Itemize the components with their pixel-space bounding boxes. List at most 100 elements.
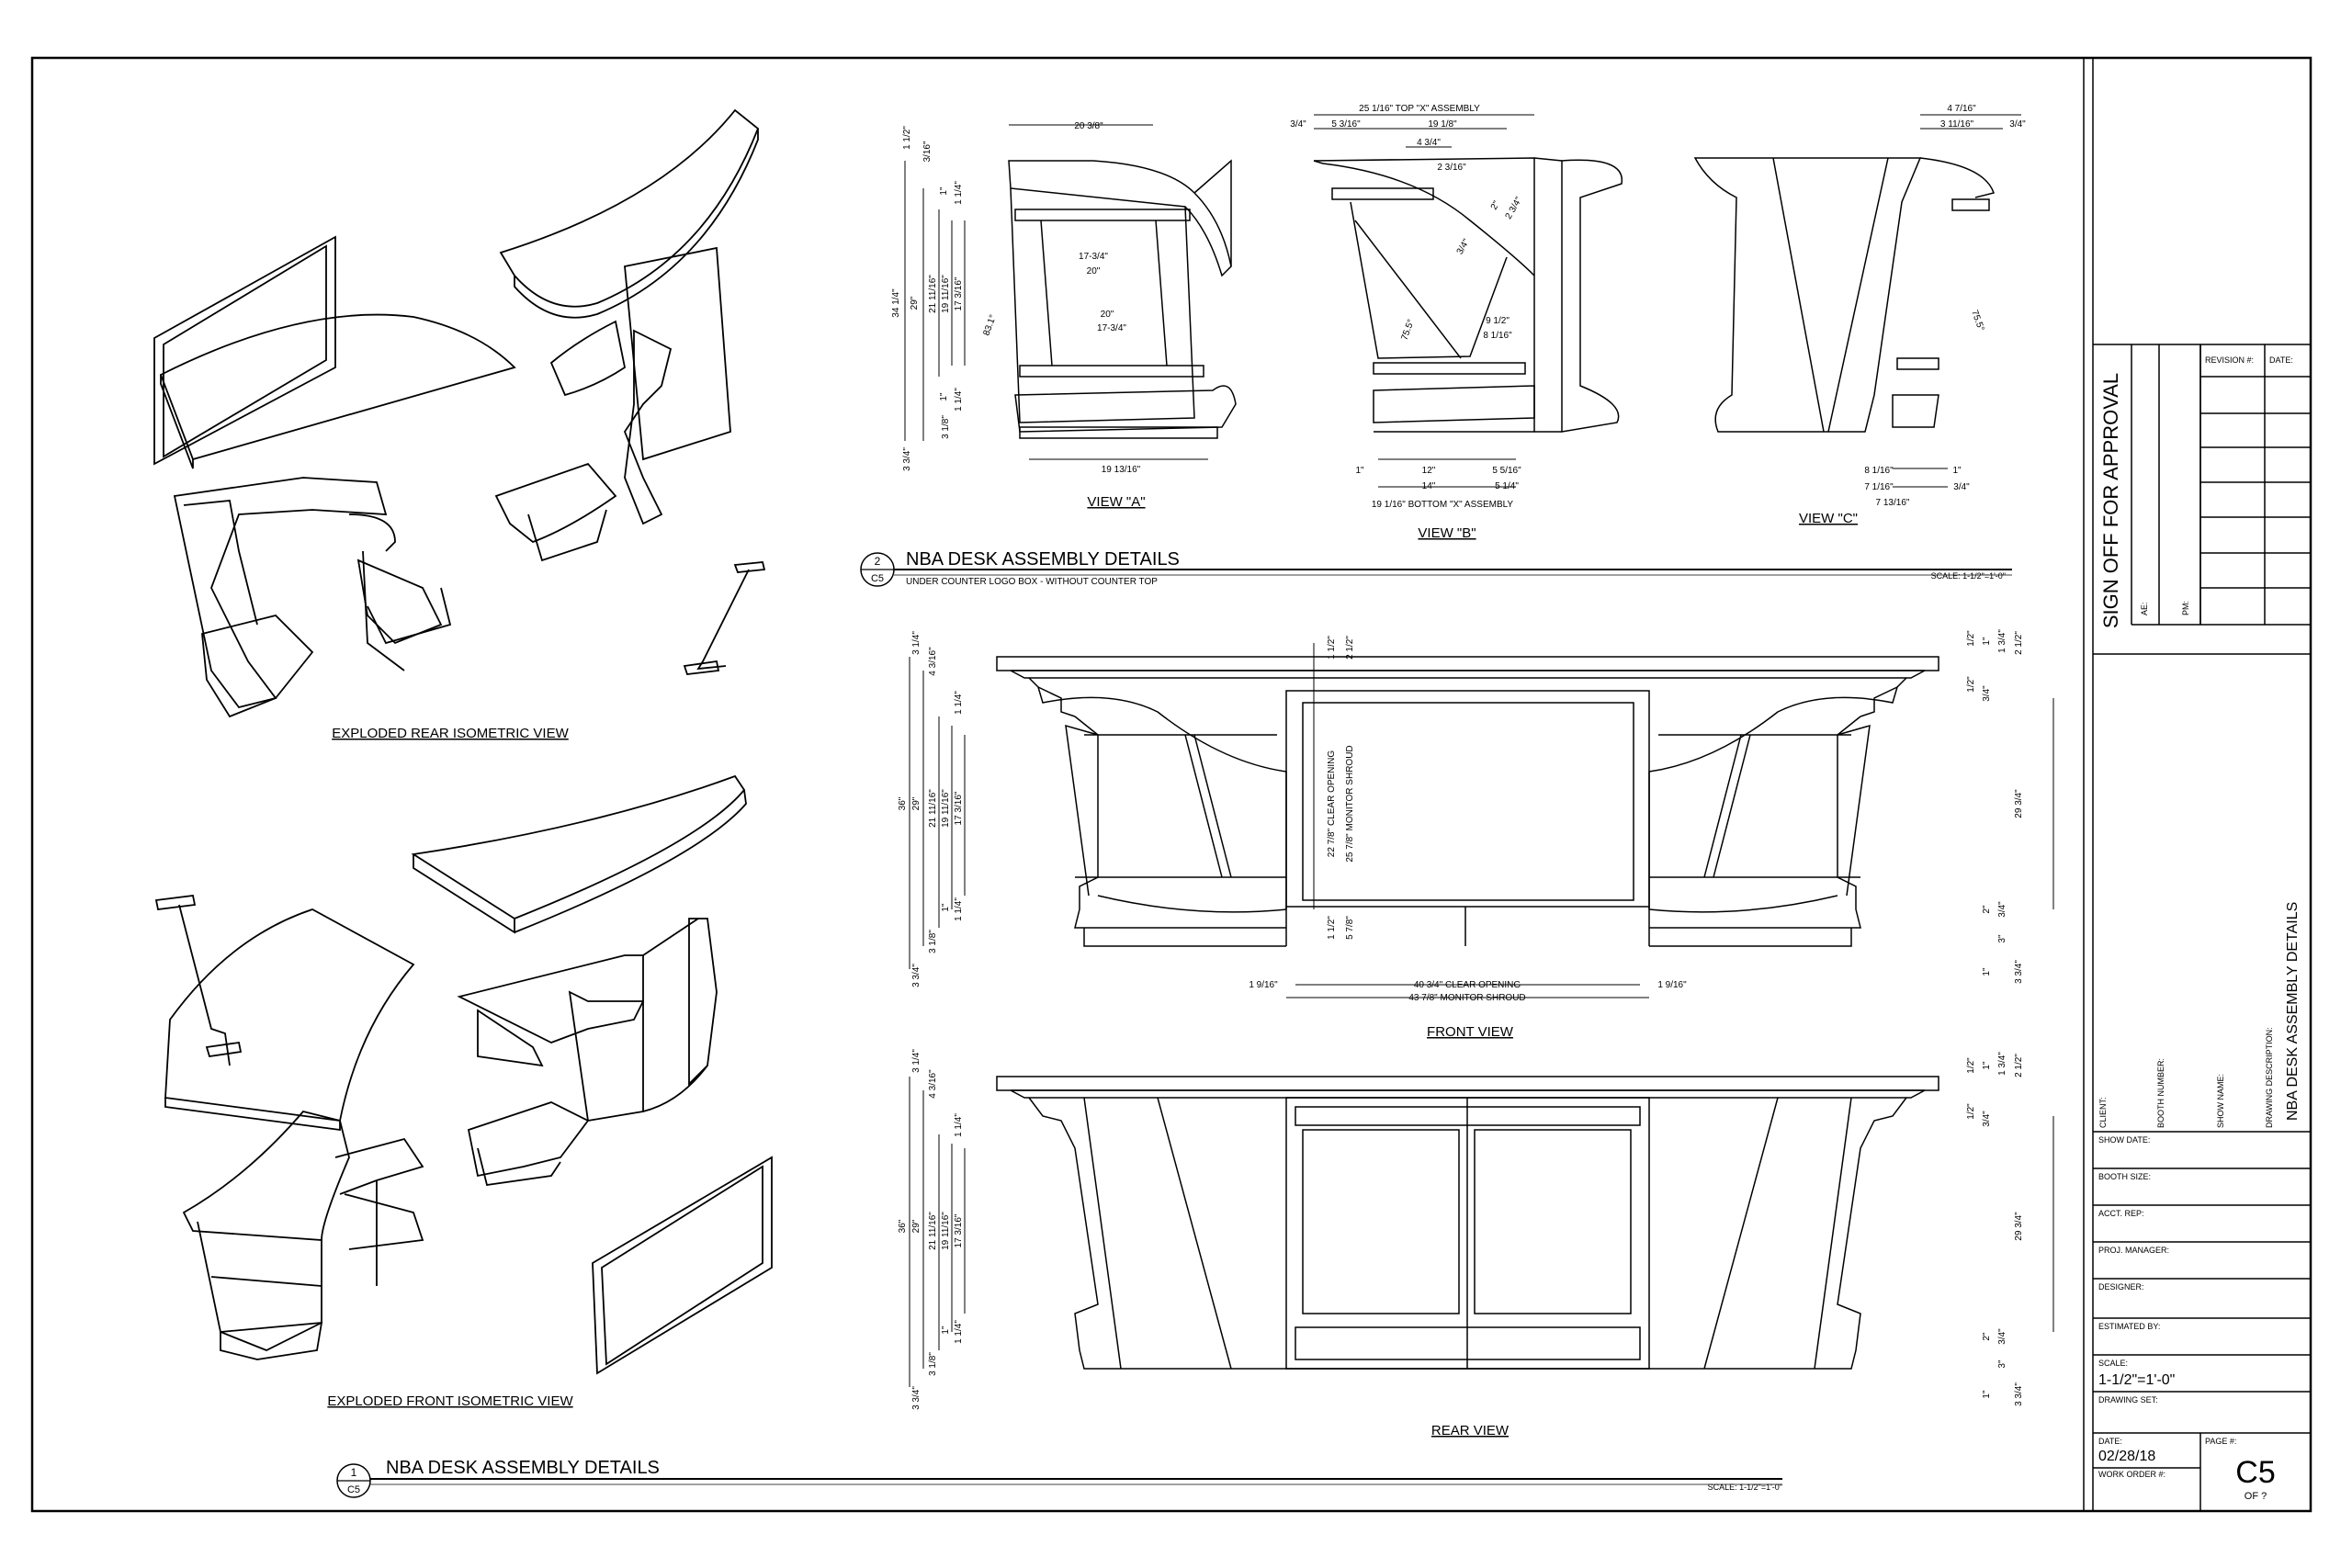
dim: 19 11/16" [941, 275, 951, 313]
dim: 1 1/4" [954, 388, 964, 412]
dim: 3/4" [1982, 685, 1992, 702]
dim: 1 1/2" [1327, 636, 1337, 660]
dim: 25 7/8" MONITOR SHROUD [1345, 745, 1355, 862]
dim: 12" [1422, 466, 1436, 476]
date-label: DATE: [2098, 1437, 2122, 1446]
rear-view-dims: 3 1/4" 4 3/16" 36" 29" 21 11/16" 19 11/1… [898, 1049, 2054, 1410]
exploded-front-isometric [154, 774, 773, 1375]
dim: 3/4" [1997, 901, 2007, 918]
front-view-dims: 3 1/4" 4 3/16" 36" 29" 21 11/16" 19 11/1… [898, 629, 2054, 1003]
dim: 17-3/4" [1097, 323, 1126, 333]
detail-1-sheet: C5 [347, 1484, 360, 1495]
detail-2-sheet: C5 [871, 573, 884, 584]
dim: 8 1/16" [1483, 331, 1512, 341]
client-label: CLIENT: [2098, 1097, 2108, 1128]
dim: 3 1/4" [911, 631, 922, 655]
dim: 2 1/2" [2014, 631, 2024, 655]
detail-2-subtitle: UNDER COUNTER LOGO BOX - WITHOUT COUNTER… [906, 577, 1158, 587]
work-order-label: WORK ORDER #: [2098, 1470, 2165, 1479]
dim: 1" [939, 186, 949, 196]
date-value: 02/28/18 [2098, 1449, 2155, 1464]
dim: 2" [1489, 199, 1502, 212]
revision-label: REVISION #: [2205, 355, 2254, 365]
dim: 2 3/4" [1504, 195, 1525, 220]
detail-1-scale: SCALE: 1-1/2"=1'-0" [1708, 1483, 1782, 1492]
dim: 1 1/4" [954, 691, 964, 715]
dim: 5 7/8" [1345, 916, 1355, 940]
view-a-dims: 20 3/8" 1 1/2" 3/16" 34 1/4" 29" 21 11/1… [891, 121, 1208, 475]
dim: 2" [1982, 1332, 1992, 1341]
dim: 75.5° [1969, 309, 1985, 333]
dim: 3 11/16" [1940, 119, 1974, 130]
dim: 29 3/4" [2014, 789, 2024, 818]
dim: 83.1° [981, 313, 998, 337]
dim: 21 11/16" [928, 789, 938, 828]
dim: 1/2" [1966, 630, 1976, 647]
dim: 29" [911, 1219, 922, 1233]
dim: 5 3/16" [1331, 119, 1361, 130]
dim: 3/16" [922, 141, 933, 162]
dim: 1" [941, 903, 951, 912]
dim: 20 3/8" [1074, 121, 1103, 131]
dim: 1 9/16" [1657, 980, 1687, 990]
dim: 25 1/16" TOP "X" ASSEMBLY [1359, 104, 1480, 114]
dim: 1/2" [1966, 1103, 1976, 1120]
show-date-label: SHOW DATE: [2098, 1135, 2150, 1145]
front-view-drawing [996, 656, 1939, 947]
dim: 5 1/4" [1495, 481, 1519, 491]
drawing-desc-label: DRAWING DESCRIPTION: [2265, 1027, 2274, 1128]
dim: 36" [898, 1219, 908, 1233]
page-value: C5 [2235, 1455, 2275, 1490]
dim: 19 1/16" BOTTOM "X" ASSEMBLY [1372, 500, 1514, 510]
date-col-label: DATE: [2269, 355, 2293, 365]
dim: 17 3/16" [954, 276, 964, 310]
dim: 1/2" [1966, 1057, 1976, 1074]
dim: 17-3/4" [1079, 252, 1108, 262]
acct-rep-label: ACCT. REP: [2098, 1209, 2144, 1218]
dim: 4 7/16" [1947, 104, 1976, 114]
of-value: OF ? [2245, 1491, 2267, 1502]
dim: 1 1/4" [954, 1320, 964, 1344]
dim: 3 3/4" [911, 1386, 922, 1410]
detail-2-scale: SCALE: 1-1/2"=1'-0" [1931, 571, 2006, 581]
dim: 43 7/8" MONITOR SHROUD [1408, 993, 1525, 1003]
dim: 2 1/2" [1345, 636, 1355, 660]
dim: 1" [1982, 1390, 1992, 1399]
dim: 1" [1982, 637, 1992, 646]
detail-1-number: 1 [351, 1466, 357, 1479]
booth-size-label: BOOTH SIZE: [2098, 1172, 2151, 1181]
page-label: PAGE #: [2205, 1437, 2236, 1446]
view-b-label: VIEW "B" [1418, 525, 1476, 541]
exploded-rear-label: EXPLODED REAR ISOMETRIC VIEW [332, 726, 569, 741]
designer-label: DESIGNER: [2098, 1282, 2144, 1292]
drawing-set-label: DRAWING SET: [2098, 1395, 2158, 1404]
dim: 5 5/16" [1492, 466, 1521, 476]
detail-2-title-text: NBA DESK ASSEMBLY DETAILS [906, 549, 1180, 570]
dim: 3 1/8" [928, 930, 938, 953]
dim: 29" [910, 296, 920, 310]
dim: 1 3/4" [1997, 629, 2007, 653]
dim: 29 3/4" [2014, 1212, 2024, 1241]
view-c-label: VIEW "C" [1799, 511, 1858, 526]
dim: 3 1/4" [911, 1049, 922, 1073]
dim: 3 1/8" [928, 1352, 938, 1376]
dim: 1 1/2" [1327, 916, 1337, 940]
dim: 4 3/16" [928, 1069, 938, 1099]
dim: 1 1/4" [954, 897, 964, 921]
dim: 3/4" [1290, 119, 1306, 130]
dim: 3 3/4" [2014, 1382, 2024, 1406]
title-block: SIGN OFF FOR APPROVAL AE: PM: REVISION #… [2083, 58, 2311, 1511]
dim: 14" [1422, 481, 1436, 491]
detail-1-title-text: NBA DESK ASSEMBLY DETAILS [386, 1458, 660, 1478]
dim: 1" [1355, 466, 1364, 476]
dim: 2" [1982, 905, 1992, 914]
pm-label: PM: [2181, 601, 2190, 615]
dim: 7 1/16" [1864, 482, 1894, 492]
sheet-border [30, 56, 2312, 1513]
dim: 1" [939, 392, 949, 401]
dim: 3/4" [1982, 1111, 1992, 1127]
dim: 1" [1982, 1061, 1992, 1070]
booth-number-label: BOOTH NUMBER: [2156, 1058, 2165, 1128]
dim: 21 11/16" [928, 275, 938, 313]
detail-1-title: 1 C5 NBA DESK ASSEMBLY DETAILS SCALE: 1-… [336, 1458, 1782, 1498]
